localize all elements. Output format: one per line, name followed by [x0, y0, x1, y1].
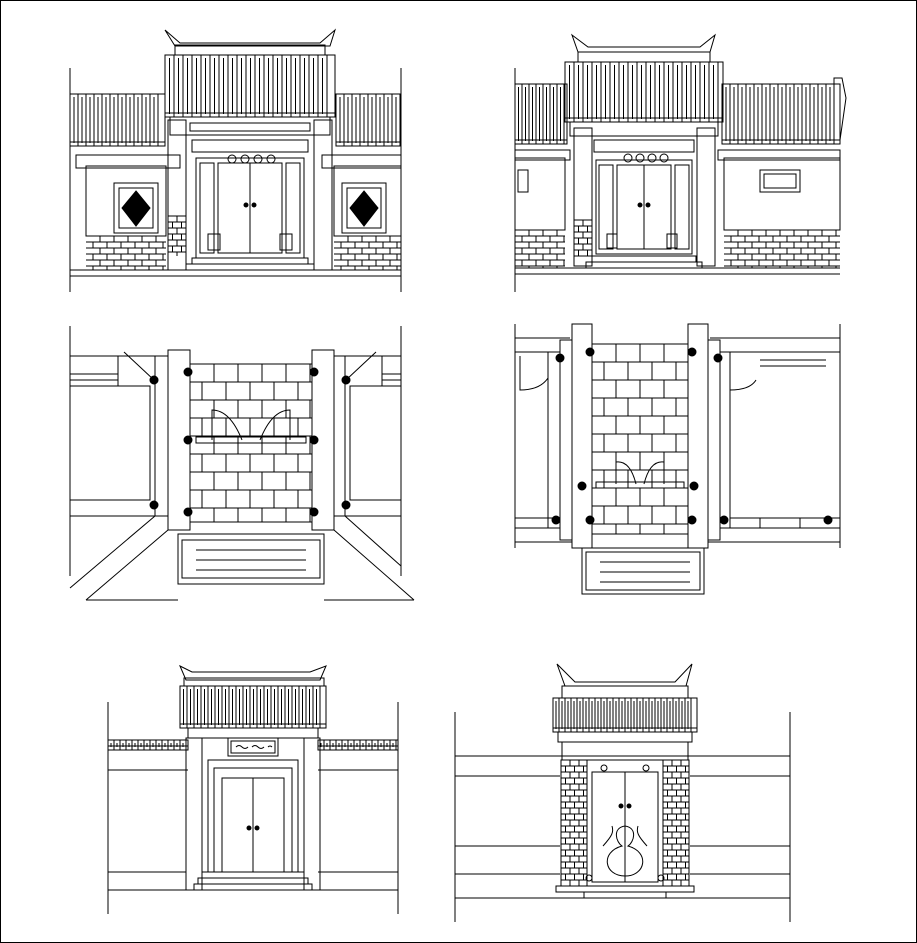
elevation-c: [107, 664, 399, 914]
left-side-roof: [514, 83, 568, 145]
pivot-bolt-icon: [687, 347, 697, 357]
pivot-bolt-icon: [309, 507, 319, 517]
right-side-roof: [721, 83, 841, 145]
left-lattice-window: [113, 182, 159, 234]
gourd-ornament-icon: [606, 825, 644, 877]
calligraphy-plaque-icon: [235, 745, 273, 749]
roof-ridge: [556, 663, 693, 687]
main-roof: [564, 61, 724, 123]
roof-ridge: [179, 664, 327, 681]
pivot-bolt-icon: [585, 515, 595, 525]
elevation-a: [69, 28, 402, 292]
door-swing-right: [643, 461, 665, 485]
pivot-bolt-icon: [585, 347, 595, 357]
pivot-bolt-icon: [719, 515, 729, 525]
pivot-bolt-icon: [183, 367, 193, 377]
door-swing-left: [211, 409, 243, 441]
pivot-bolt-icon: [341, 375, 351, 385]
left-pier: [571, 323, 593, 549]
pivot-bolt-icon: [687, 515, 697, 525]
door-swing-left: [615, 461, 637, 485]
elevation-d: [454, 663, 791, 922]
pivot-bolt-icon: [149, 500, 159, 510]
plan-b: [514, 323, 841, 595]
pivot-bolt-icon: [309, 367, 319, 377]
right-column: [313, 119, 333, 271]
pivot-bolt-icon: [577, 481, 587, 491]
right-column: [696, 127, 716, 267]
pivot-bolt-icon: [183, 435, 193, 445]
right-pier: [303, 737, 321, 891]
pivot-bolt-icon: [555, 353, 565, 363]
left-pier: [185, 737, 203, 891]
roof-ridge: [164, 28, 337, 47]
pivot-bolt-icon: [183, 507, 193, 517]
pivot-bolt-icon: [689, 481, 699, 491]
pivot-bolt-icon: [341, 500, 351, 510]
door-swing-right: [259, 409, 291, 441]
plan-a: [69, 326, 415, 601]
elevation-b: [514, 33, 847, 292]
right-lattice-window: [341, 182, 387, 234]
pivot-bolt-icon: [149, 375, 159, 385]
lintel-rosettes: [623, 153, 669, 163]
plaque: [227, 737, 279, 757]
right-pier: [687, 323, 709, 549]
pivot-bolt-icon: [309, 435, 319, 445]
left-column: [573, 127, 593, 267]
left-column: [167, 119, 187, 271]
paving-grid: [190, 363, 312, 522]
pivot-bolt-icon: [551, 515, 561, 525]
paving-grid: [592, 343, 688, 534]
lintel-rosettes: [227, 154, 276, 164]
pivot-bolt-icon: [823, 515, 833, 525]
pivot-bolt-icon: [713, 353, 723, 363]
roof-ridge: [570, 33, 716, 53]
wall-panel: [759, 169, 801, 193]
